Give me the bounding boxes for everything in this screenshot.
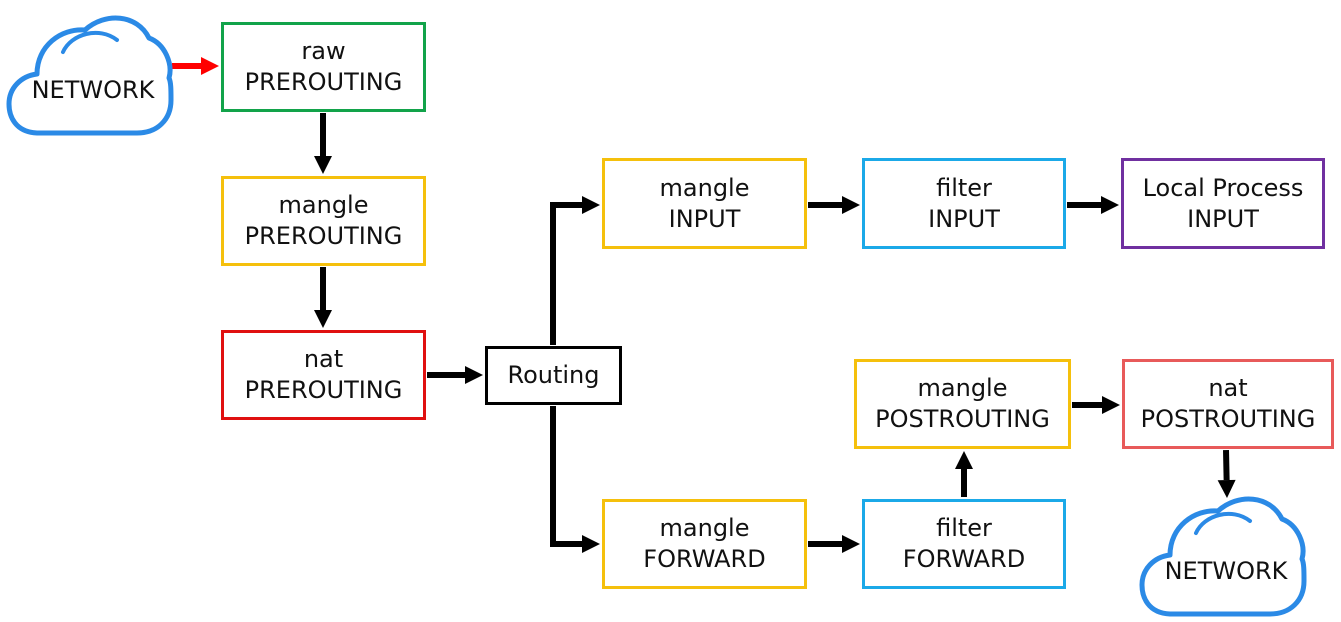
chain-label: POSTROUTING	[1140, 405, 1316, 433]
chain-label: PREROUTING	[244, 68, 403, 96]
clouds	[6, 15, 1307, 617]
routing-box: Routing	[485, 346, 622, 405]
arrow-filter-input-to-local-process	[1067, 196, 1119, 214]
raw-prerouting-box: raw PREROUTING	[221, 22, 426, 112]
table-label: nat	[303, 345, 344, 373]
mangle-forward-box: mangle FORWARD	[602, 499, 807, 589]
nat-prerouting-box: nat PREROUTING	[221, 330, 426, 420]
source-network-label: NETWORK	[31, 76, 155, 104]
chain-label: PREROUTING	[244, 376, 403, 404]
routing-label: Routing	[507, 361, 600, 389]
arrow-mangle-forward-to-filter-forward	[808, 535, 860, 553]
chain-label: FORWARD	[643, 545, 766, 573]
arrow-mangle-input-to-filter-input	[808, 196, 860, 214]
table-label: mangle	[278, 191, 369, 219]
table-label: mangle	[917, 374, 1008, 402]
arrow-filter-forward-to-mangle-postrouting	[955, 451, 973, 497]
chain-label: INPUT	[1187, 204, 1259, 233]
destination-network-cloud-icon	[1139, 496, 1307, 617]
arrow-raw-to-mangle-prerouting	[314, 113, 332, 174]
chain-label: POSTROUTING	[875, 405, 1050, 433]
entry-arrow	[172, 57, 219, 75]
table-label: mangle	[659, 173, 750, 202]
arrow-nat-prerouting-to-routing	[427, 366, 483, 384]
table-label: nat	[1208, 374, 1248, 402]
local-process-input-box: Local Process INPUT	[1121, 158, 1325, 249]
filter-forward-box: filter FORWARD	[862, 499, 1066, 589]
arrow-mangle-to-nat-postrouting	[1072, 396, 1120, 414]
mangle-prerouting-box: mangle PREROUTING	[221, 176, 426, 266]
table-label: filter	[936, 514, 992, 542]
mangle-input-box: mangle INPUT	[602, 158, 807, 249]
chain-label: INPUT	[668, 204, 741, 233]
table-label: raw	[301, 37, 346, 65]
filter-input-box: filter INPUT	[862, 158, 1066, 249]
mangle-postrouting-box: mangle POSTROUTING	[854, 359, 1071, 449]
table-label: Local Process	[1142, 173, 1304, 202]
destination-network-label: NETWORK	[1164, 557, 1288, 585]
arrow-nat-postrouting-to-network	[1217, 449, 1236, 498]
chain-label: PREROUTING	[244, 222, 403, 250]
arrow-mangle-to-nat-prerouting	[314, 267, 332, 328]
chain-label: FORWARD	[902, 545, 1026, 573]
chain-label: INPUT	[928, 204, 1000, 233]
arrow-routing-to-mangle-input	[550, 196, 600, 345]
source-network-cloud-icon	[6, 15, 174, 136]
table-label: mangle	[659, 514, 750, 542]
arrow-routing-to-mangle-forward	[550, 406, 600, 553]
arrows	[172, 57, 1236, 553]
table-label: filter	[936, 173, 992, 202]
nat-postrouting-box: nat POSTROUTING	[1122, 359, 1334, 449]
